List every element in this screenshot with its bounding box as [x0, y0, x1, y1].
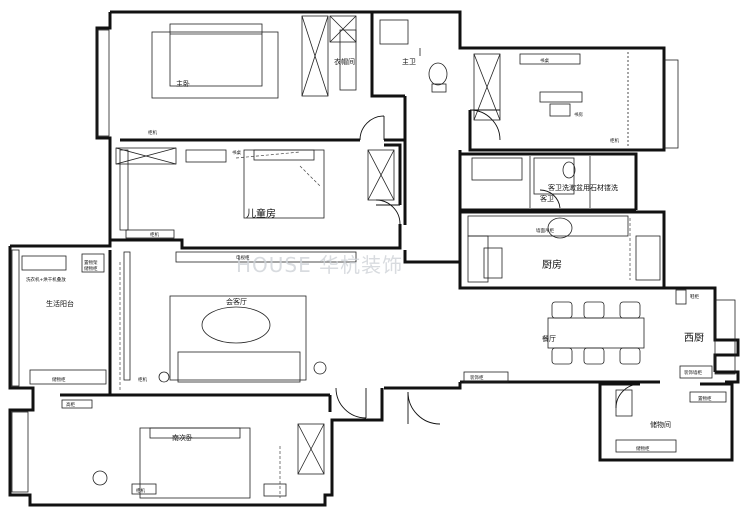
note-kitchen-cab: 墙面吊柜 — [536, 227, 554, 234]
note-entry-cab: 鞋柜 — [690, 293, 699, 300]
label-dining: 餐厅 — [542, 334, 556, 343]
label-sink-note: 客卫洗漱盆用石材镂洗 — [548, 183, 618, 192]
dashed-lines — [119, 151, 631, 498]
note-desk-study: 书桌 — [540, 57, 549, 64]
note-tall-cab: 储物柜 — [636, 445, 650, 452]
note-bed-cab: 高柜 — [66, 401, 75, 408]
note-storage-cab-balcony: 储物柜 — [84, 265, 98, 272]
note-cabinet-second: 柜机 — [136, 487, 145, 494]
label-balcony: 生活阳台 — [46, 299, 74, 308]
thin-lines — [11, 15, 736, 499]
label-kitchen: 厨房 — [542, 258, 562, 271]
label-master-bedroom: 主卧 — [176, 79, 190, 88]
label-master-bath: 主卫 — [402, 57, 416, 66]
walls — [8, 10, 740, 507]
furniture-notes: 柜机 书桌 柜机 书桌 柜机 洗衣机+烘干机叠放 置物架 储物柜 储物柜 柜机 … — [26, 57, 712, 494]
label-western-kitchen: 西厨 — [684, 332, 704, 344]
note-hall-cab: 装饰柜 — [470, 374, 484, 381]
label-storage: 储物间 — [650, 420, 671, 429]
watermark-text: HOUSE 华杭装饰 — [236, 253, 403, 277]
note-cabinet-study: 柜机 — [610, 137, 619, 144]
note-cabinet-kids: 柜机 — [150, 231, 159, 238]
note-balcony-cab: 储物柜 — [52, 376, 66, 383]
doors — [335, 109, 641, 425]
note-washer: 洗衣机+烘干机叠放 — [26, 276, 66, 283]
note-cabinet-master: 柜机 — [148, 129, 157, 136]
note-tv-cabinet: 电视柜 — [236, 254, 250, 261]
label-study: 书房 — [574, 111, 583, 118]
label-walk-in-closet: 衣帽间 — [334, 57, 355, 66]
label-second-bedroom: 南次卧 — [172, 433, 193, 442]
note-dressing-kids: 书桌 — [232, 149, 241, 156]
note-shelf-balcony: 置物架 — [84, 259, 98, 266]
label-living: 会客厅 — [226, 297, 247, 306]
room-labels: 主卧 衣帽间 主卫 书房 儿童房 客卫洗漱盆用石材镂洗 客卫 厨房 西厨 餐厅 … — [46, 57, 704, 442]
note-cabinet-living: 柜机 — [138, 376, 147, 383]
label-kids-room: 儿童房 — [246, 207, 276, 220]
label-guest-bath: 客卫 — [540, 194, 554, 203]
note-storage-cab: 置物柜 — [698, 395, 712, 402]
note-wall-cab: 装饰墙柜 — [684, 369, 702, 376]
